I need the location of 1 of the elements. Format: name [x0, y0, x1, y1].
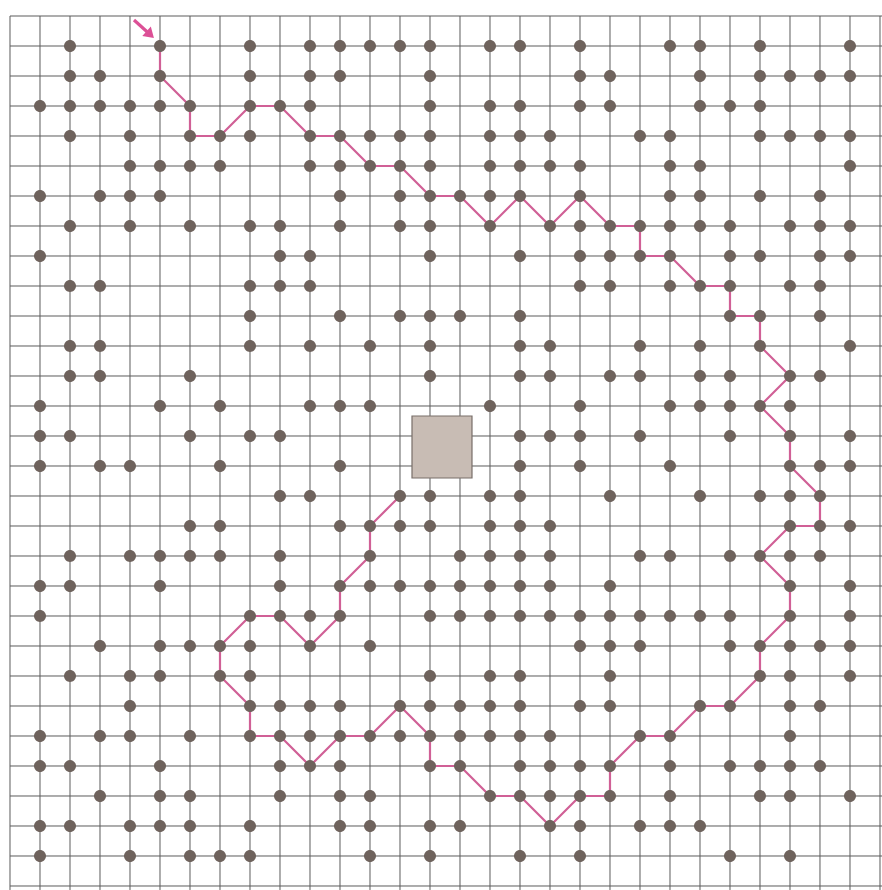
square-box — [411, 415, 473, 479]
